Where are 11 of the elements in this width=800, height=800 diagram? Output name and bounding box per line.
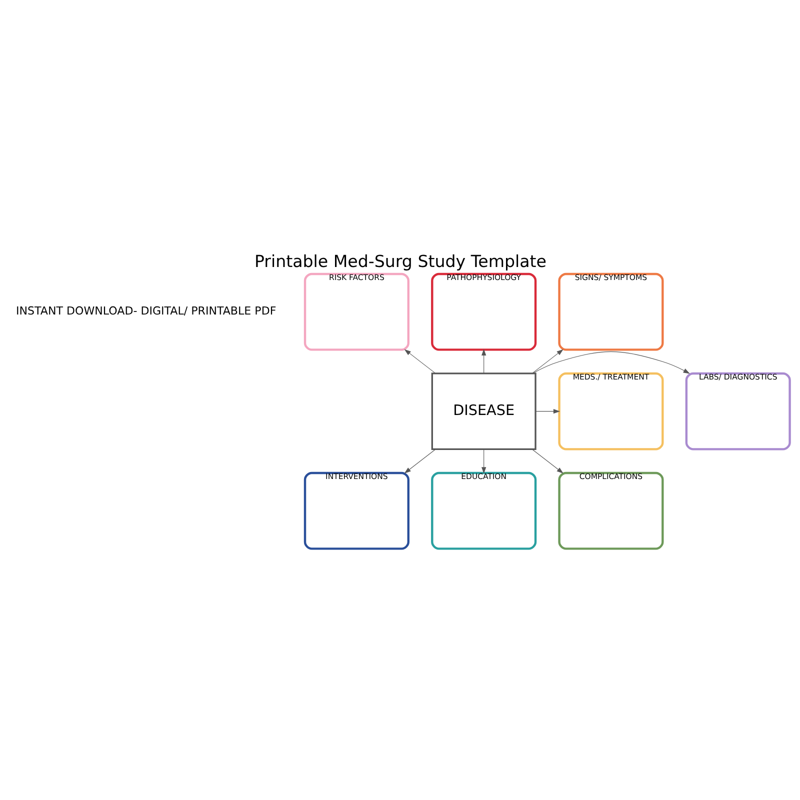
arrow <box>534 409 560 414</box>
diagram-title: Printable Med-Surg Study Template <box>254 252 546 271</box>
arrow <box>481 348 486 374</box>
arrow <box>404 349 436 374</box>
arrow <box>481 448 486 474</box>
label: INSTANT DOWNLOAD- DIGITAL/ PRINTABLE PDF <box>15 304 276 318</box>
arrow <box>531 448 563 474</box>
node-box: DISEASE <box>430 372 536 450</box>
arrow <box>532 351 690 374</box>
arrow <box>531 349 563 374</box>
arrow <box>404 448 436 474</box>
